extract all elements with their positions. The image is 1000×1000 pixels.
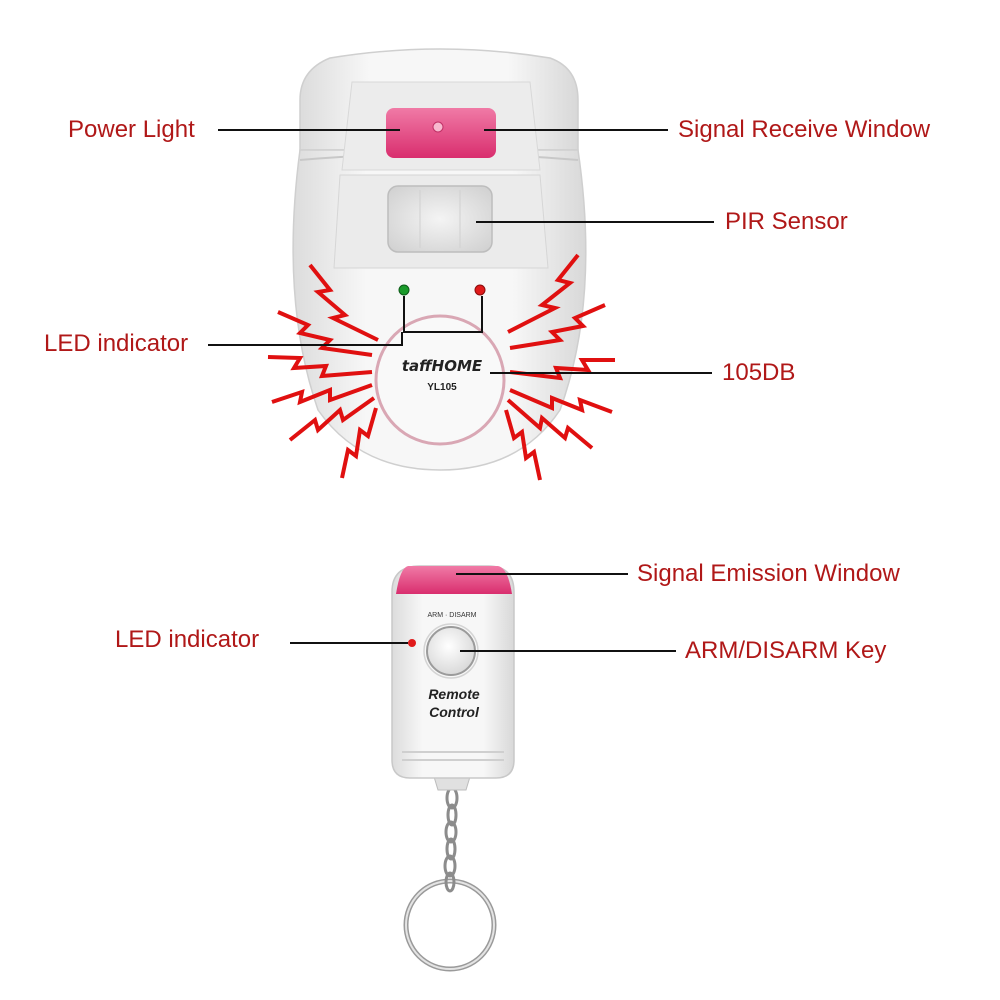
sound-wave-bolt — [504, 409, 542, 481]
brand-logo: taffHOME — [402, 357, 483, 375]
label-105db: 105DB — [722, 359, 796, 386]
led-red — [474, 284, 486, 296]
sound-wave-bolt — [340, 407, 378, 479]
chain-link — [444, 871, 456, 893]
chain-link — [443, 854, 457, 878]
label-signal-receive-window: Signal Receive Window — [678, 116, 931, 143]
sensor-unit: taffHOME YL105 — [292, 48, 587, 471]
label-led-indicator-sensor: LED indicator — [44, 330, 189, 357]
sound-wave-bolt — [267, 355, 373, 379]
signal-emission-window — [396, 566, 512, 594]
arm-disarm-caption: ARM · DISARM — [428, 612, 477, 619]
remote-unit: ARM · DISARM Remote Control — [391, 565, 515, 972]
pir-sensor — [387, 185, 493, 253]
sound-wave-bolt — [271, 383, 373, 406]
sound-wave-bolt — [507, 253, 580, 334]
sound-wave-bolt — [509, 358, 615, 381]
leader-lines — [208, 129, 714, 652]
leader-led-indicator — [208, 332, 403, 346]
remote-face-text-1: Remote — [428, 686, 480, 702]
signal-receive-window — [386, 108, 496, 158]
power-light — [432, 121, 444, 133]
label-pir-sensor: PIR Sensor — [725, 208, 848, 235]
speaker-ring — [374, 314, 506, 446]
model-number: YL105 — [427, 382, 457, 393]
sound-wave-bolt — [509, 388, 613, 414]
sound-wave-bolt — [288, 396, 376, 442]
remote-face-text-2: Control — [429, 704, 480, 720]
key-ring-highlight — [405, 880, 495, 970]
sound-wave-bolt — [308, 263, 379, 342]
led-green — [398, 284, 410, 296]
label-power-light: Power Light — [68, 116, 195, 143]
remote-led — [408, 639, 416, 647]
sound-wave-bolt — [506, 398, 594, 450]
label-signal-emission-window: Signal Emission Window — [637, 560, 900, 587]
sound-wave-bolt — [277, 310, 373, 357]
key-chain — [443, 786, 459, 893]
leader-led-bracket — [403, 296, 483, 333]
chain-link — [444, 820, 458, 844]
sound-waves-right — [504, 253, 615, 481]
chain-link — [446, 803, 458, 827]
chain-link — [445, 837, 457, 861]
label-arm-disarm-key: ARM/DISARM Key — [685, 637, 887, 664]
label-led-indicator-remote: LED indicator — [115, 626, 260, 653]
sound-waves-left — [267, 263, 379, 479]
sound-wave-bolt — [509, 303, 606, 350]
